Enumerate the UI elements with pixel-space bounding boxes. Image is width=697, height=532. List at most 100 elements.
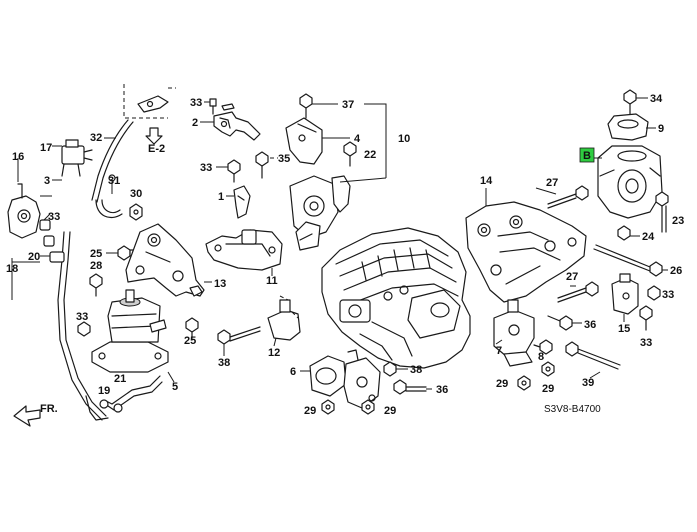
part-label-28[interactable]: 28 (90, 260, 102, 272)
part-number-labels: 33 2 32 17 3 16 33 31 30 18 20 25 28 33 … (6, 93, 684, 417)
part-label-39[interactable]: 39 (582, 377, 594, 389)
clip-1 (233, 185, 251, 219)
nut-29-lower-b (361, 399, 375, 415)
reference-b-box (579, 147, 595, 163)
part-label-29[interactable]: 29 (496, 378, 508, 390)
hose-31 (95, 174, 123, 219)
part-label-14[interactable]: 14 (480, 175, 493, 187)
bracket-14 (465, 201, 587, 303)
reference-e2: E-2 (148, 143, 165, 155)
part-label-33[interactable]: 33 (190, 97, 202, 109)
clamp-19 (99, 399, 123, 413)
clip-20 (49, 251, 65, 263)
part-label-32[interactable]: 32 (90, 132, 102, 144)
front-direction-arrow: FR. (13, 403, 58, 427)
part-label-33[interactable]: 33 (48, 211, 60, 223)
part-label-12[interactable]: 12 (268, 347, 280, 359)
bolt-8 (533, 339, 553, 355)
part-label-27[interactable]: 27 (546, 177, 558, 189)
part-label-36[interactable]: 36 (436, 384, 448, 396)
part-label-25[interactable]: 25 (184, 335, 196, 347)
bracket-13 (125, 223, 205, 297)
part-label-33[interactable]: 33 (640, 337, 652, 349)
nut-29-right-b (541, 361, 555, 377)
part-label-29[interactable]: 29 (384, 405, 396, 417)
solenoid-valve-17 (61, 139, 93, 177)
part-label-5[interactable]: 5 (172, 381, 178, 393)
part-label-17[interactable]: 17 (40, 142, 52, 154)
bolt-22 (343, 141, 357, 167)
part-label-33[interactable]: 33 (662, 289, 674, 301)
part-label-15[interactable]: 15 (618, 323, 630, 335)
bolt-33-center (227, 159, 241, 183)
part-label-19[interactable]: 19 (98, 385, 110, 397)
part-label-22[interactable]: 22 (364, 149, 376, 161)
part-label-37[interactable]: 37 (342, 99, 354, 111)
mount-bush-12 (267, 295, 301, 341)
cap-9 (607, 113, 649, 141)
bracket-4 (285, 117, 323, 165)
bolt-38-lower (383, 361, 397, 377)
reference-b: B (579, 147, 595, 163)
part-label-9[interactable]: 9 (658, 123, 664, 135)
hose-21 (85, 375, 163, 421)
part-label-2[interactable]: 2 (192, 117, 198, 129)
part-label-30[interactable]: 30 (130, 188, 142, 200)
bolt-23 (655, 191, 669, 233)
bracket-16 (7, 183, 55, 247)
part-label-31[interactable]: 31 (108, 175, 120, 187)
bolt-35 (255, 151, 269, 179)
part-label-16[interactable]: 16 (12, 151, 24, 163)
diagram-code: S3V8-B4700 (544, 404, 601, 415)
part-label-24[interactable]: 24 (642, 231, 655, 243)
bolt-33-top (209, 98, 217, 115)
direction-label: FR. (40, 403, 58, 415)
part-label-26[interactable]: 26 (670, 265, 682, 277)
reference-e2-label[interactable]: E-2 (148, 143, 165, 155)
part-label-21[interactable]: 21 (114, 373, 126, 385)
bolt-38-center (217, 326, 261, 345)
part-label-25[interactable]: 25 (90, 248, 102, 260)
mount-6 (309, 349, 381, 409)
mount-B (597, 145, 663, 219)
mount-7 (493, 299, 535, 367)
part-label-35[interactable]: 35 (278, 153, 290, 165)
bolt-36-lower (393, 379, 427, 395)
part-label-36[interactable]: 36 (584, 319, 596, 331)
part-label-23[interactable]: 23 (672, 215, 684, 227)
nut-29-right-a (517, 375, 531, 391)
bolt-26 (593, 244, 663, 277)
part-label-3[interactable]: 3 (44, 175, 50, 187)
engine-mount-5 (91, 289, 169, 373)
pipe-32 (91, 119, 134, 203)
part-label-20[interactable]: 20 (28, 251, 40, 263)
nut-28 (89, 273, 103, 297)
part-label-29[interactable]: 29 (304, 405, 316, 417)
part-label-8[interactable]: 8 (538, 351, 544, 363)
bracket-15 (611, 273, 639, 315)
bolt-27-top (547, 185, 589, 209)
part-label-29[interactable]: 29 (542, 383, 554, 395)
part-label-1[interactable]: 1 (218, 191, 224, 203)
mount-assembly-10 (289, 175, 351, 251)
part-label-27[interactable]: 27 (566, 271, 578, 283)
part-label-10[interactable]: 10 (398, 133, 410, 145)
nut-33-right-a (647, 285, 661, 301)
part-label-34[interactable]: 34 (650, 93, 663, 105)
reference-b-label[interactable]: B (583, 150, 591, 162)
part-label-11[interactable]: 11 (266, 275, 278, 287)
part-label-38[interactable]: 38 (218, 357, 230, 369)
part-label-7[interactable]: 7 (496, 345, 502, 357)
bracket-11 (205, 229, 283, 271)
part-label-38[interactable]: 38 (410, 364, 422, 376)
bolt-37 (299, 93, 313, 119)
part-label-33[interactable]: 33 (200, 162, 212, 174)
part-label-13[interactable]: 13 (214, 278, 226, 290)
nut-33-left-lower (77, 321, 91, 337)
part-label-33[interactable]: 33 (76, 311, 88, 323)
part-label-4[interactable]: 4 (354, 133, 361, 145)
part-label-18[interactable]: 18 (6, 263, 18, 275)
nut-33-right-b (639, 305, 653, 331)
part-label-6[interactable]: 6 (290, 366, 296, 378)
